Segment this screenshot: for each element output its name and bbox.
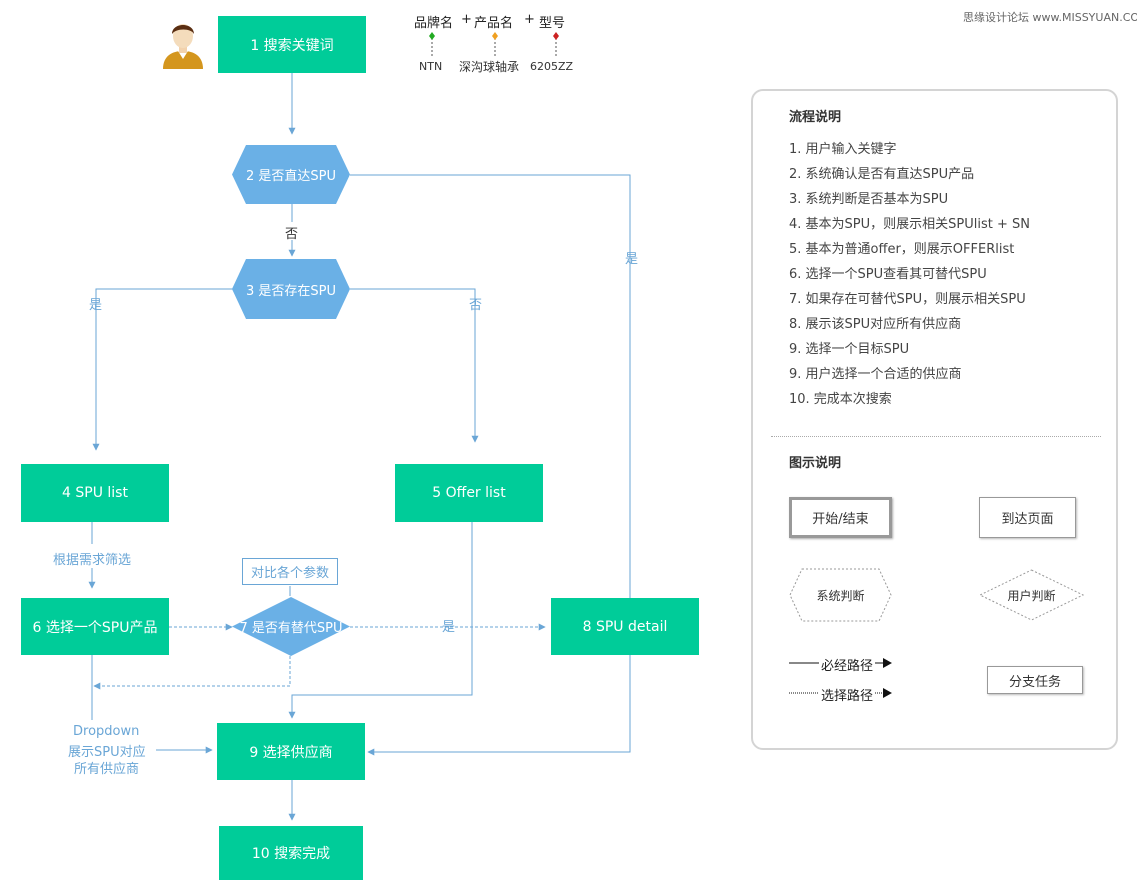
step-9b: 9. 用户选择一个合适的供应商	[789, 367, 962, 382]
decision-7-label: 7 是否有替代SPU	[239, 621, 343, 636]
node-4-spu-list: 4 SPU list	[21, 464, 169, 522]
legend-system-judge: 系统判断	[789, 568, 892, 622]
legend-start-end: 开始/结束	[789, 497, 892, 538]
step-3: 3. 系统判断是否基本为SPU	[789, 192, 949, 207]
step-10: 10. 完成本次搜索	[789, 392, 892, 407]
legend-branch-task: 分支任务	[987, 666, 1083, 694]
step-9: 9. 选择一个目标SPU	[789, 342, 910, 357]
node-1-search-keyword: 1 搜索关键词	[218, 16, 366, 73]
decision-3-label: 3 是否存在SPU	[245, 283, 336, 299]
edge-3-5	[350, 288, 479, 443]
legend-user-judge-label: 用户判断	[1007, 588, 1056, 603]
node-6-choose-spu: 6 选择一个SPU产品	[21, 598, 169, 655]
legend-must-path: 必经路径	[819, 655, 876, 674]
formula-brand: 品牌名	[414, 16, 454, 31]
step-2: 2. 系统确认是否有直达SPU产品	[789, 167, 975, 182]
pin-product	[492, 32, 498, 40]
label-dropdown-3: 所有供应商	[74, 762, 140, 777]
formula-product: 产品名	[474, 16, 514, 31]
watermark: 思缘设计论坛 www.MISSYUAN.COM	[963, 11, 1137, 24]
pin-model	[553, 32, 559, 40]
legend-user-judge: 用户判断	[978, 569, 1085, 621]
decision-2-direct-spu: 2 是否直达SPU	[232, 145, 350, 204]
node-8-spu-detail: 8 SPU detail	[551, 598, 699, 655]
legend-divider	[771, 436, 1101, 437]
formula-model: 型号	[539, 16, 566, 31]
label-yes-7: 是	[442, 620, 456, 635]
formula-val-brand: NTN	[419, 60, 443, 73]
label-yes-2: 是	[625, 252, 639, 267]
node-5-offer-list: 5 Offer list	[395, 464, 543, 522]
label-yes-3: 是	[89, 298, 103, 313]
step-1: 1. 用户输入关键字	[789, 142, 897, 157]
edge-3-4	[92, 288, 236, 451]
decision-3-exists-spu: 3 是否存在SPU	[232, 259, 350, 319]
node-9-choose-supplier: 9 选择供应商	[217, 723, 365, 780]
label-no-2: 否	[285, 227, 299, 242]
formula-val-model: 6205ZZ	[530, 60, 574, 73]
formula-val-product: 深沟球轴承	[459, 60, 520, 74]
label-filter: 根据需求筛选	[53, 553, 132, 568]
legend-system-judge-label: 系统判断	[816, 588, 865, 603]
step-4: 4. 基本为SPU，则展示相关SPUlist + SN	[789, 217, 1030, 232]
edge-5-9	[288, 522, 473, 719]
formula-plus-2: +	[524, 12, 535, 27]
step-7: 7. 如果存在可替代SPU，则展示相关SPU	[789, 292, 1026, 307]
node-10-search-done: 10 搜索完成	[219, 826, 363, 880]
formula-pins	[429, 32, 559, 56]
pin-brand	[429, 32, 435, 40]
step-8: 8. 展示该SPU对应所有供应商	[789, 317, 962, 332]
legend-panel: 流程说明 1. 用户输入关键字 2. 系统确认是否有直达SPU产品 3. 系统判…	[751, 89, 1118, 750]
label-compare: 对比各个参数	[242, 558, 339, 585]
symbol-title: 图示说明	[789, 456, 842, 471]
step-5: 5. 基本为普通offer，则展示OFFERlist	[789, 242, 1015, 257]
legend-choice-path: 选择路径	[819, 685, 876, 704]
user-avatar-icon	[163, 24, 203, 69]
label-no-3: 否	[469, 298, 483, 313]
process-title: 流程说明	[789, 110, 842, 125]
legend-reach-page: 到达页面	[979, 497, 1076, 538]
step-6: 6. 选择一个SPU查看其可替代SPU	[789, 267, 987, 282]
edge-2-9	[350, 174, 631, 598]
formula-plus-1: +	[461, 12, 472, 27]
decision-2-label: 2 是否直达SPU	[245, 169, 336, 184]
edge-7-back	[93, 656, 291, 690]
label-dropdown-2: 展示SPU对应	[68, 745, 146, 760]
label-dropdown-1: Dropdown	[73, 724, 140, 739]
decision-7-alt-spu: 7 是否有替代SPU	[232, 597, 350, 656]
